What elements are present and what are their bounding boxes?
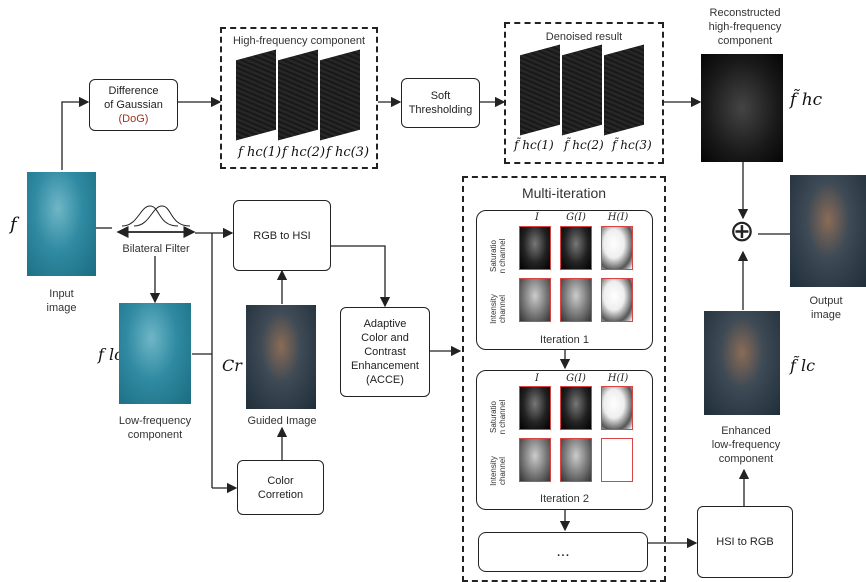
guided-symbol: Cr [222,356,242,375]
input-label: Input image [46,288,77,314]
lowfreq-symbol: f lc [98,345,124,364]
iter2-int-H [601,438,633,482]
ellipsis-box: ... [478,532,648,572]
col-header-G-2: G(I) [566,373,586,384]
sum-operator: ⊕ [729,214,755,249]
hf-image-2 [278,49,318,141]
row-label-intensity-2: Intensity channel [489,456,507,486]
acce-box: Adaptive Color and Contrast Enhancement … [340,307,430,397]
hf-image-1 [236,49,276,141]
iter2-sat-I [519,386,551,430]
hf-image-3 [320,49,360,141]
iter1-int-G [560,278,592,322]
col-header-I: I [535,212,539,223]
hf-label-1: f hc(1) [238,145,282,160]
hf-label-3: f hc(3) [326,145,370,160]
iter2-int-G [560,438,592,482]
denoised-label-2: f̃ hc(2) [564,138,604,152]
dog-abbr: (DoG) [118,113,149,125]
reconstructed-label: Reconstructed high-frequency component [708,7,782,47]
lowfreq-image [119,303,191,404]
iter1-sat-G [560,226,592,270]
hf-title: High-frequency component [232,35,366,47]
dog-box: Difference of Gaussian (DoG) [89,79,178,131]
hf-label-2: f hc(2) [282,145,326,160]
multi-iteration-title: Multi-iteration [521,185,607,201]
col-header-H: H(I) [607,212,629,223]
reconstructed-symbol: f̃ hc [790,90,823,110]
hsi-to-rgb-box: HSI to RGB [697,506,793,578]
denoised-group [504,22,664,164]
col-header-H-2: H(I) [607,373,629,384]
input-image [27,172,96,276]
output-label: Output image [809,295,843,321]
output-image [790,175,866,287]
col-header-G: G(I) [566,212,586,223]
col-header-I-2: I [535,373,539,384]
iteration-2-label: Iteration 2 [540,493,589,505]
denoised-label-3: f̃ hc(3) [612,138,652,152]
denoised-image-2 [562,44,602,136]
iter1-sat-H [601,226,633,270]
iteration-1-label: Iteration 1 [540,334,589,346]
iter2-sat-H [601,386,633,430]
hf-component-group [220,27,378,169]
guided-image [246,305,316,409]
soft-thresholding-box: Soft Thresholding [401,78,480,128]
iter2-sat-G [560,386,592,430]
denoised-label-1: f̃ hc(1) [514,138,554,152]
row-label-intensity-1: Intensity channel [489,294,507,324]
color-correction-box: Color Corretion [237,460,324,515]
iter2-int-I [519,438,551,482]
rgb-to-hsi-box: RGB to HSI [233,200,331,271]
enhanced-lf-symbol: f̃ lc [790,356,816,375]
row-label-saturation-1: Saturatio n channel [489,238,507,274]
denoised-title: Denoised result [545,31,623,43]
iter1-int-I [519,278,551,322]
iter1-sat-I [519,226,551,270]
guided-label: Guided Image [247,415,317,427]
dog-label: Difference of Gaussian [104,85,163,111]
denoised-image-3 [604,44,644,136]
enhanced-lf-label: Enhanced low-frequency component [711,425,781,465]
input-symbol: f [10,214,17,235]
lowfreq-label: Low-frequency component [118,415,192,441]
iter1-int-H [601,278,633,322]
row-label-saturation-2: Saturatio n channel [489,399,507,435]
enhanced-lf-image [704,311,780,415]
bilateral-label: Bilateral Filter [122,243,190,255]
denoised-image-1 [520,44,560,136]
reconstructed-image [701,54,783,162]
